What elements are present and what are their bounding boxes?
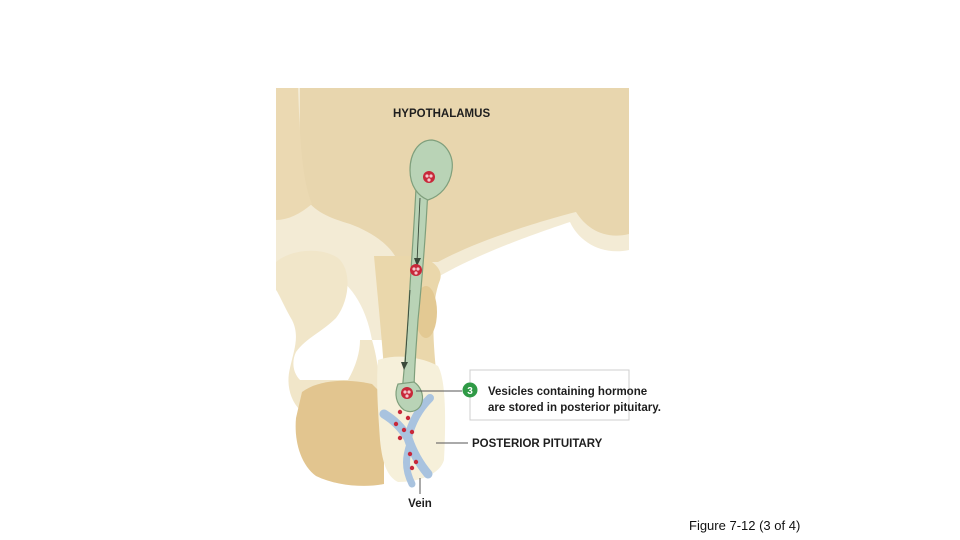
vesicle-cluster-axon bbox=[410, 264, 422, 276]
pituitary-stalk bbox=[374, 256, 441, 370]
left-lobe bbox=[276, 88, 312, 220]
step-number: 3 bbox=[467, 386, 473, 397]
hypothalamus-label: HYPOTHALAMUS bbox=[393, 108, 490, 120]
anterior-fold bbox=[276, 250, 379, 410]
hypothalamus-inner-fold bbox=[299, 88, 629, 262]
flow-arrow-upper bbox=[414, 258, 421, 266]
flow-arrow-lower bbox=[401, 362, 408, 370]
anterior-pituitary bbox=[295, 380, 384, 486]
flow-line-lower bbox=[404, 289, 411, 367]
neuron-cell-body bbox=[409, 139, 453, 201]
step-text-line2: are stored in posterior pituitary. bbox=[488, 402, 661, 414]
vein-vessel bbox=[379, 394, 434, 488]
flow-line-upper bbox=[416, 197, 421, 263]
step-badge bbox=[462, 382, 478, 398]
vesicle-cluster-soma bbox=[423, 171, 435, 183]
vein-label: Vein bbox=[408, 498, 432, 510]
posterior-pituitary-label: POSTERIOR PITUITARY bbox=[472, 438, 603, 450]
figure-caption: Figure 7-12 (3 of 4) bbox=[689, 518, 801, 533]
vesicle-cluster-terminal bbox=[401, 387, 413, 399]
step-text-line1: Vesicles containing hormone bbox=[488, 386, 647, 398]
step-callout-box bbox=[469, 369, 630, 421]
hormone-dots bbox=[393, 409, 419, 471]
